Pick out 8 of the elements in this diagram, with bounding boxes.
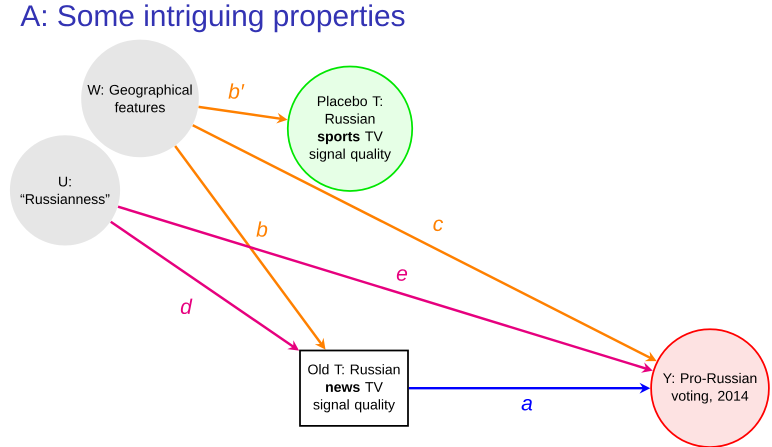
edge-label: b [254, 220, 270, 239]
node-box: Old T: Russian news TV signal quality [299, 350, 409, 427]
slide-title: A: Some intriguing properties [20, 4, 404, 32]
edge-label: d [178, 296, 194, 316]
edge-label: e [394, 268, 410, 283]
edge-label: c [430, 218, 446, 233]
edge-label: a [519, 397, 535, 412]
edge-label: b′ [226, 82, 246, 101]
